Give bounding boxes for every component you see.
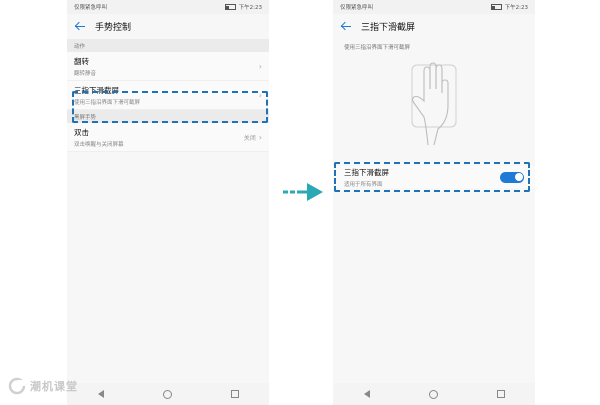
list-item-double-tap[interactable]: 双击 双击唤醒与关闭屏幕 关闭 › xyxy=(67,123,269,152)
toggle-knob xyxy=(514,173,523,181)
nav-recent-icon xyxy=(231,390,240,398)
item-title: 双击 xyxy=(74,127,89,137)
nav-back-icon xyxy=(97,390,104,398)
app-bar: 手势控制 xyxy=(67,14,269,39)
right-phone-screen: 仅限紧急呼叫 下午2:23 三指下滑截屏 使用三指沿界面下滑可截屏 三指下滑截屏… xyxy=(333,0,535,405)
item-subtitle: 双击唤醒与关闭屏幕 xyxy=(74,141,124,148)
item-value: 关闭 › xyxy=(244,133,262,142)
carrier-text: 仅限紧急呼叫 xyxy=(74,5,108,11)
navigation-bar xyxy=(67,383,269,405)
nav-recent-button[interactable] xyxy=(224,386,246,402)
nav-home-button[interactable] xyxy=(423,386,445,402)
navigation-bar xyxy=(333,383,535,405)
nav-home-icon xyxy=(163,389,173,399)
nav-home-icon xyxy=(429,389,439,399)
list-item-three-finger-screenshot[interactable]: 三指下滑截屏 使用三指沿界面下滑可截屏 › xyxy=(67,81,269,110)
status-right: 下午2:23 xyxy=(224,3,262,11)
status-time: 下午2:23 xyxy=(504,5,528,11)
back-arrow-icon[interactable] xyxy=(340,21,352,33)
watermark-text: 潮机课堂 xyxy=(30,380,78,393)
highlight-box-right xyxy=(334,162,530,192)
status-bar: 仅限紧急呼叫 下午2:23 xyxy=(67,0,269,14)
nav-back-button[interactable] xyxy=(90,386,112,402)
item-text: 双击 双击唤醒与关闭屏幕 xyxy=(74,127,124,148)
screenshot-toggle-switch[interactable] xyxy=(500,171,524,183)
feature-description: 使用三指沿界面下滑可截屏 xyxy=(344,45,411,51)
chevron-right-icon: › xyxy=(258,132,262,142)
nav-back-icon xyxy=(363,390,370,398)
item-title: 三指下滑截屏 xyxy=(344,167,389,177)
watermark-logo: 潮机课堂 xyxy=(8,377,78,395)
item-text: 翻转 翻转静音 xyxy=(74,56,96,77)
highlight-box-left xyxy=(72,91,268,123)
battery-icon xyxy=(224,4,236,10)
list-item-flip[interactable]: 翻转 翻转静音 › xyxy=(67,52,269,81)
three-finger-hand-icon xyxy=(411,62,457,146)
chevron-right-icon: › xyxy=(258,61,262,71)
left-phone-screen: 仅限紧急呼叫 下午2:23 手势控制 动作 翻转 翻转静音 › 三指下滑截屏 使… xyxy=(67,0,269,405)
carrier-text: 仅限紧急呼叫 xyxy=(340,5,374,11)
nav-recent-icon xyxy=(497,390,506,398)
page-title: 三指下滑截屏 xyxy=(361,23,416,33)
app-bar: 三指下滑截屏 xyxy=(333,14,535,39)
nav-back-button[interactable] xyxy=(356,386,378,402)
nav-home-button[interactable] xyxy=(157,386,179,402)
item-text: 三指下滑截屏 使用三指沿界面下滑可截屏 xyxy=(74,85,140,106)
page-title: 手势控制 xyxy=(95,23,132,33)
section-header-actions: 动作 xyxy=(67,39,269,52)
section-header-screen-off-gestures: 黑屏手势 xyxy=(67,110,269,123)
double-tap-state: 关闭 xyxy=(243,134,256,142)
status-bar: 仅限紧急呼叫 下午2:23 xyxy=(333,0,535,14)
item-subtitle: 翻转静音 xyxy=(74,70,97,77)
back-arrow-icon[interactable] xyxy=(74,21,86,33)
gesture-illustration xyxy=(333,61,535,147)
nav-recent-button[interactable] xyxy=(490,386,512,402)
watermark-logo-icon xyxy=(8,377,26,395)
transition-arrow-icon xyxy=(283,183,323,201)
battery-icon xyxy=(490,4,502,10)
chevron-right-icon: › xyxy=(258,90,262,100)
toggle-row-three-finger-screenshot: 三指下滑截屏 适用于所有界面 xyxy=(333,166,535,188)
item-subtitle: 适用于所有界面 xyxy=(344,181,383,188)
item-subtitle: 使用三指沿界面下滑可截屏 xyxy=(74,99,141,106)
item-title: 翻转 xyxy=(74,56,89,66)
item-text: 三指下滑截屏 适用于所有界面 xyxy=(344,167,389,188)
status-right: 下午2:23 xyxy=(490,3,528,11)
item-title: 三指下滑截屏 xyxy=(74,85,119,95)
status-time: 下午2:23 xyxy=(238,5,262,11)
